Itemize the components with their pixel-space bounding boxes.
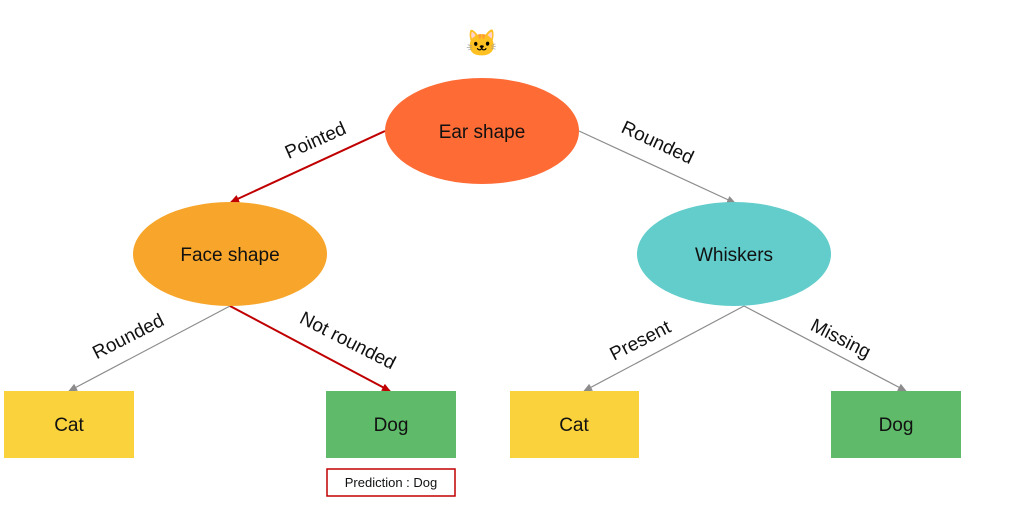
leaf-cat-2: Cat [510, 391, 639, 458]
leaf-label: Dog [879, 415, 914, 436]
edge-label-rounded-left: Rounded [89, 310, 167, 364]
leaf-label: Cat [54, 415, 84, 436]
node-face-shape: Face shape [133, 202, 327, 306]
node-ear-shape: Ear shape [385, 78, 579, 184]
edge-face-leaf1 [68, 305, 231, 392]
leaf-cat-1: Cat [4, 391, 134, 458]
edge-label-present: Present [607, 317, 676, 366]
edge-whiskers-leaf3 [583, 305, 745, 392]
node-label: Whiskers [695, 245, 773, 266]
edge-face-leaf2 [229, 305, 391, 392]
leaf-label: Cat [559, 415, 589, 436]
edge-label-missing: Missing [807, 315, 874, 363]
prediction-box: Prediction : Dog [326, 468, 456, 497]
prediction-text: Prediction : Dog [345, 475, 438, 490]
cat-face-icon: 🐱 [466, 28, 498, 58]
node-whiskers: Whiskers [637, 202, 831, 306]
edge-label-not-rounded: Not rounded [296, 308, 399, 374]
node-label: Face shape [180, 245, 279, 266]
edge-whiskers-leaf4 [743, 305, 907, 392]
edge-root-face [230, 130, 386, 203]
node-label: Ear shape [439, 122, 526, 143]
leaf-dog-1: Dog [326, 391, 456, 458]
leaf-dog-2: Dog [831, 391, 961, 458]
leaf-label: Dog [374, 415, 409, 436]
edge-label-pointed: Pointed [282, 118, 349, 163]
edge-root-whiskers [578, 130, 736, 204]
edge-label-rounded-right: Rounded [618, 117, 697, 169]
